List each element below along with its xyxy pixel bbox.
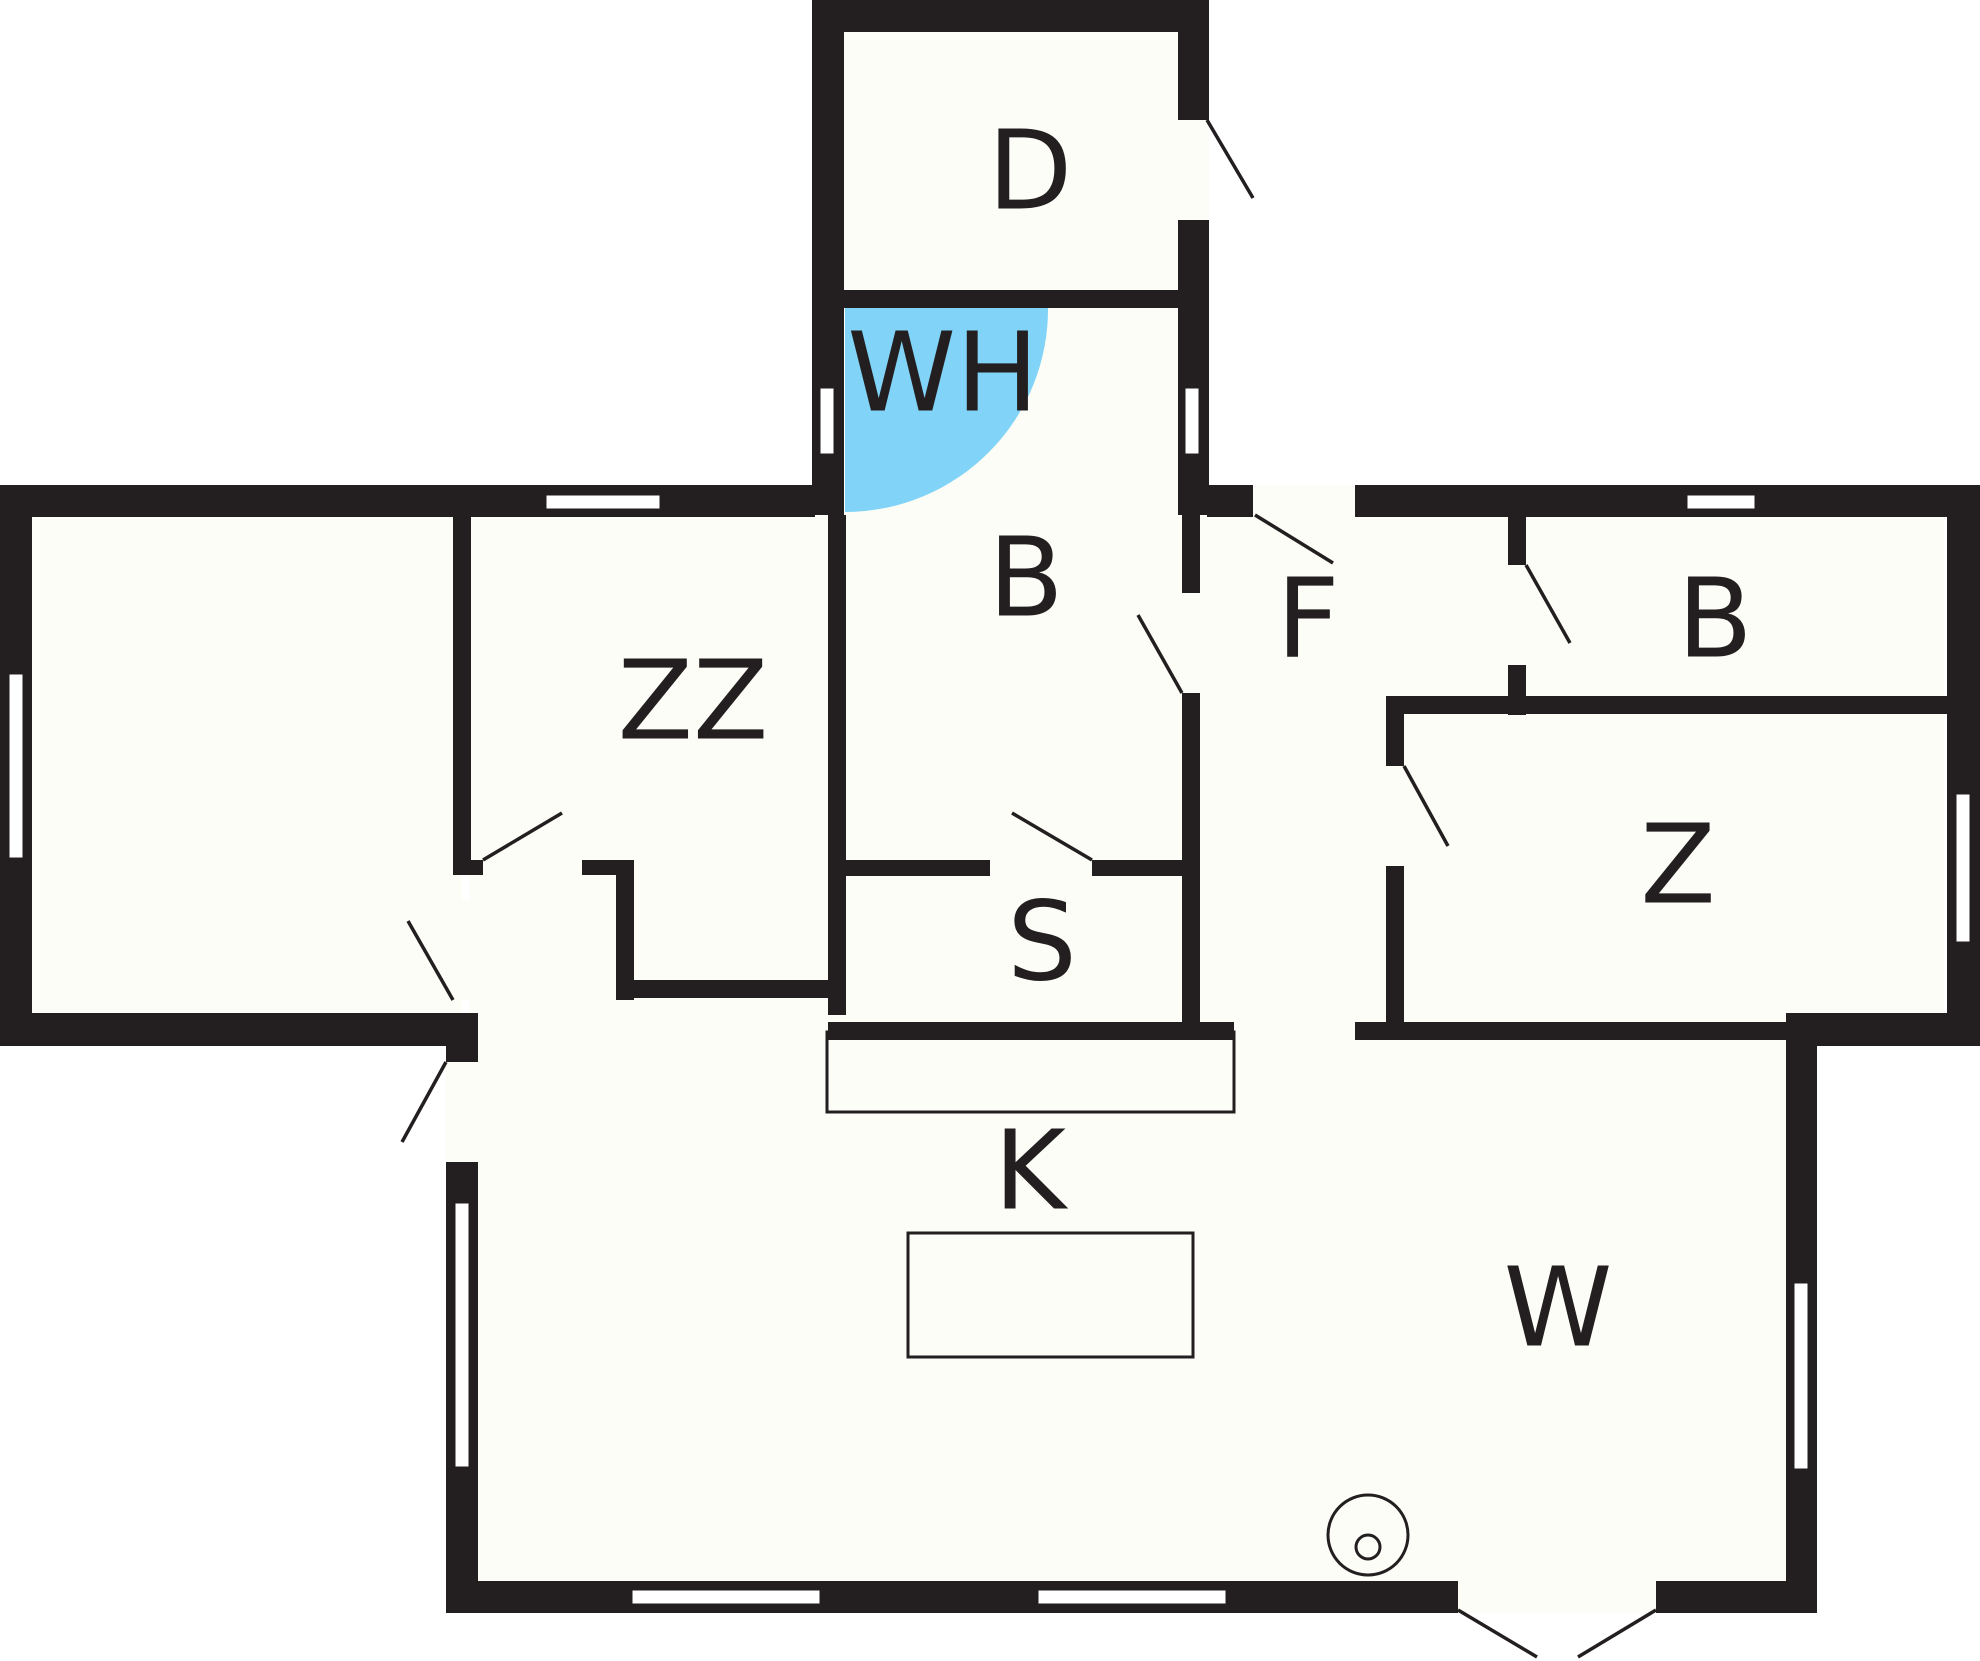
kitchen-island <box>906 1231 1195 1359</box>
wall-bottom-left <box>446 1581 1458 1613</box>
wh-highlight <box>845 306 1049 512</box>
room-label-b-right: B <box>1677 554 1752 682</box>
wall-right-bottom <box>1786 1013 1980 1046</box>
room-label-f: F <box>1276 554 1339 682</box>
wall-zz-bottom <box>616 980 828 998</box>
stove-inner <box>1354 1533 1382 1561</box>
wall-top-right <box>1355 485 1980 517</box>
floor-paint <box>30 30 1944 1585</box>
wall-b-right-upper <box>1182 515 1200 593</box>
room-labels: D WH B ZZ F B Z S K W <box>618 106 1753 1371</box>
fixtures <box>825 1030 1410 1577</box>
stove-outer <box>1326 1493 1410 1577</box>
room-label-d: D <box>988 106 1073 234</box>
door-w-front-right <box>1577 1608 1657 1659</box>
walls <box>0 0 1980 1613</box>
wall-left-bottom <box>0 1013 478 1046</box>
room-label-w: W <box>1504 1243 1613 1371</box>
wall-left-zz-stub <box>453 860 483 875</box>
room-label-s: S <box>1007 877 1077 1005</box>
wall-top-left <box>0 485 815 517</box>
window-wh-right <box>1182 385 1202 457</box>
door-s <box>1011 811 1093 862</box>
wall-zz-step <box>616 860 634 1000</box>
window-wh-left <box>817 385 837 457</box>
wall-b-s-left <box>828 860 990 876</box>
room-label-wh: WH <box>847 308 1038 436</box>
wall-w-left-top <box>446 1040 478 1062</box>
room-label-k: K <box>994 1106 1069 1234</box>
door-z <box>1402 765 1450 847</box>
wall-s-bottom-right <box>1200 1022 1234 1038</box>
window-w-left <box>452 1200 472 1470</box>
wall-z-bottom <box>1355 1022 1787 1040</box>
window-w-bottom-2 <box>1035 1587 1229 1607</box>
wall-top <box>812 0 1209 32</box>
window-zz <box>543 492 663 512</box>
wall-z-left-lower <box>1386 866 1404 1024</box>
wall-bottom-right <box>1656 1581 1817 1613</box>
door-d <box>1205 119 1255 199</box>
door-b <box>1136 614 1184 694</box>
windows <box>6 385 1973 1607</box>
wall-b-z <box>1386 696 1950 714</box>
window-z <box>1953 791 1973 945</box>
door-zz <box>482 811 563 862</box>
wall-b-s-right <box>1092 860 1184 876</box>
wall-d-wh <box>840 290 1180 308</box>
window-w-bottom-1 <box>629 1587 823 1607</box>
kitchen-counter <box>825 1030 1236 1114</box>
door-w-front-left <box>1457 1608 1538 1659</box>
wall-b-right-lower <box>1182 693 1200 1023</box>
wall-z-left-upper <box>1386 696 1404 766</box>
wall-f-b-upper <box>1508 515 1526 565</box>
wall-zz-b <box>828 515 846 1015</box>
room-label-z: Z <box>1640 800 1715 928</box>
door-openings <box>446 120 1656 1613</box>
wall-left-zz <box>453 515 471 860</box>
door-b-right <box>1524 564 1572 644</box>
door-f-entry <box>1254 513 1334 565</box>
door-left-room <box>406 920 455 1001</box>
door-swings <box>400 119 1657 1659</box>
room-label-zz: ZZ <box>618 636 769 764</box>
wall-right <box>1947 485 1980 1046</box>
window-b-right <box>1684 492 1758 512</box>
room-label-b-center: B <box>988 513 1063 641</box>
window-w-right <box>1791 1280 1811 1472</box>
wall-top-mid <box>1207 485 1253 517</box>
door-w-side <box>400 1061 448 1143</box>
window-left-room <box>6 671 26 861</box>
